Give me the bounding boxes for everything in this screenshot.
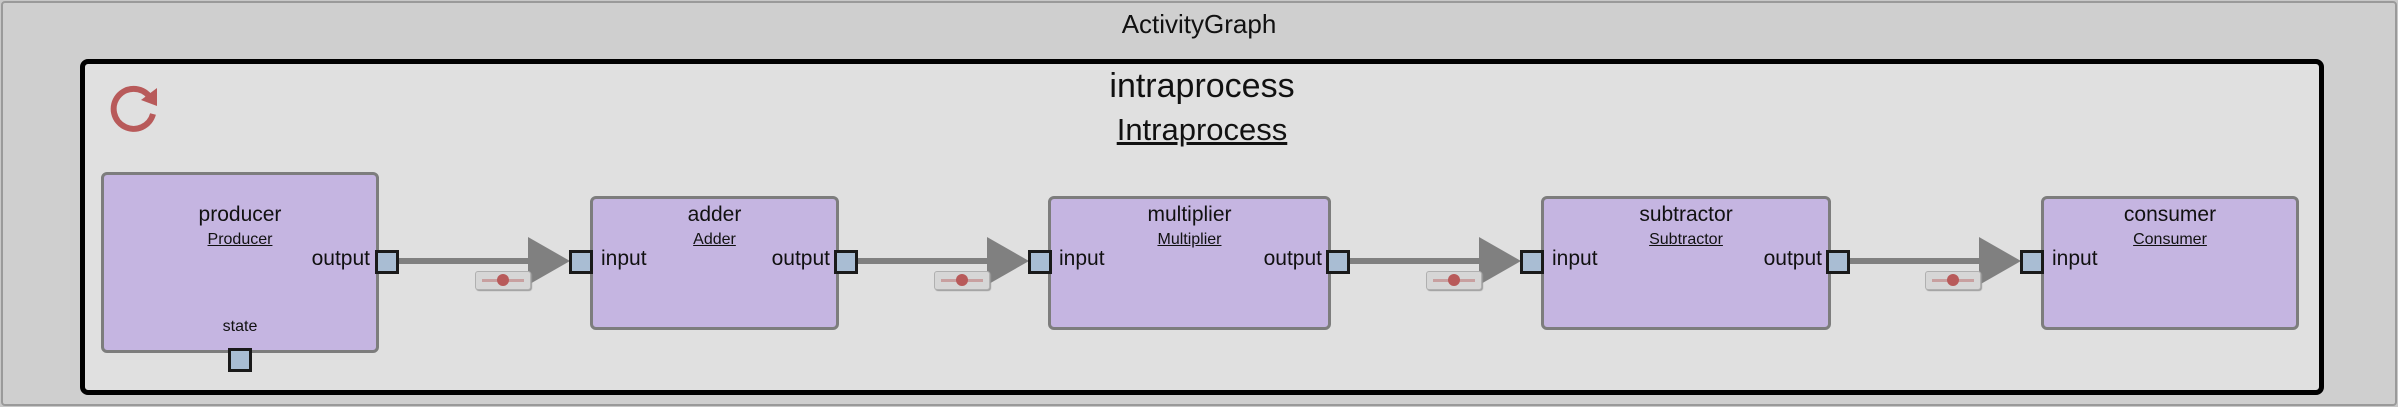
consumer-input-port[interactable] — [2020, 250, 2044, 274]
edge-badge[interactable] — [1925, 271, 1981, 290]
graph-title: ActivityGraph — [1121, 9, 1277, 39]
state-port-label: state — [222, 318, 258, 335]
node-type: Adder — [693, 231, 736, 248]
node-type: Consumer — [2133, 231, 2207, 248]
input-port-label: input — [601, 247, 647, 270]
adder-output-port[interactable] — [834, 250, 858, 274]
node-name: adder — [687, 203, 742, 226]
producer-state-port[interactable] — [228, 348, 252, 372]
adder-input-port[interactable] — [569, 250, 593, 274]
output-port-label: output — [1763, 247, 1822, 270]
node-multiplier[interactable]: multiplier Multiplier input output — [1048, 196, 1331, 330]
node-name: subtractor — [1639, 203, 1733, 226]
node-type: Producer — [207, 231, 273, 248]
input-port-label: input — [1552, 247, 1598, 270]
group-subtitle: Intraprocess — [1116, 112, 1288, 147]
node-name: producer — [198, 203, 282, 226]
node-type: Subtractor — [1649, 231, 1723, 248]
node-name: multiplier — [1147, 203, 1232, 226]
node-type: Multiplier — [1157, 231, 1222, 248]
node-adder[interactable]: adder Adder input output — [590, 196, 839, 330]
node-consumer[interactable]: consumer Consumer input — [2041, 196, 2299, 330]
input-port-label: input — [1059, 247, 1105, 270]
node-producer[interactable]: producer Producer output state — [101, 172, 379, 353]
multiplier-input-port[interactable] — [1028, 250, 1052, 274]
subtractor-output-port[interactable] — [1826, 250, 1850, 274]
output-port-label: output — [311, 247, 370, 270]
node-name: consumer — [2123, 203, 2217, 226]
node-subtractor[interactable]: subtractor Subtractor input output — [1541, 196, 1831, 330]
edge-badge[interactable] — [934, 271, 990, 290]
subtractor-input-port[interactable] — [1520, 250, 1544, 274]
output-port-label: output — [771, 247, 830, 270]
refresh-icon[interactable] — [105, 80, 163, 138]
group-title: intraprocess — [1109, 67, 1295, 105]
input-port-label: input — [2052, 247, 2098, 270]
edge-badge[interactable] — [1426, 271, 1482, 290]
multiplier-output-port[interactable] — [1326, 250, 1350, 274]
edge-badge[interactable] — [475, 271, 531, 290]
output-port-label: output — [1263, 247, 1322, 270]
producer-output-port[interactable] — [375, 250, 399, 274]
